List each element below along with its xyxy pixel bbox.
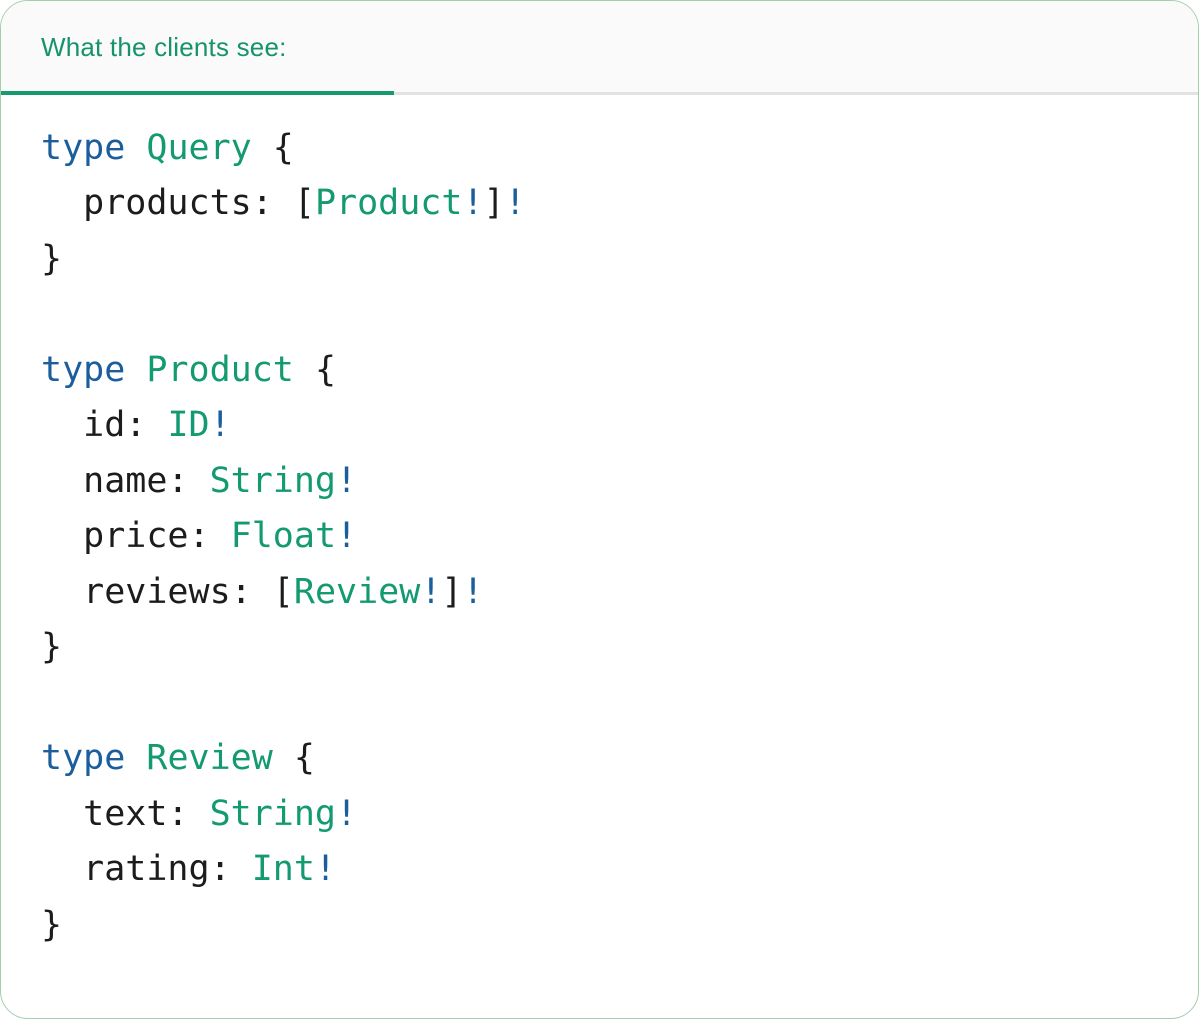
code-token: Review (293, 571, 421, 612)
code-token: Float (230, 516, 337, 556)
code-token (125, 128, 146, 168)
code-token: ! (504, 183, 526, 223)
code-token: ] (483, 183, 505, 223)
code-line: } (41, 898, 1198, 954)
code-line: name: String! (41, 454, 1198, 510)
code-token: } (41, 627, 63, 667)
code-line (41, 676, 1198, 732)
code-token: price: (41, 516, 231, 556)
code-line: type Review { (41, 731, 1198, 787)
code-token: text: (41, 793, 210, 834)
code-line: price: Float! (41, 509, 1198, 565)
code-token: Product (314, 183, 463, 223)
code-token (125, 350, 146, 390)
code-token: Query (146, 127, 252, 168)
code-line: text: String! (41, 787, 1198, 843)
code-token: ! (314, 849, 337, 889)
code-line: } (41, 620, 1198, 676)
code-token: String (209, 793, 337, 834)
code-line: products: [Product!]! (41, 176, 1198, 232)
code-token: ! (420, 571, 442, 612)
code-token: } (41, 904, 63, 945)
code-token: ! (336, 460, 358, 501)
code-token (125, 738, 146, 778)
code-token: String (209, 460, 337, 501)
tab-bar: What the clients see: (1, 1, 1198, 95)
code-line: type Product { (41, 343, 1198, 399)
code-token: { (251, 127, 294, 168)
code-token: products: [ (41, 183, 315, 223)
code-line: rating: Int! (41, 842, 1198, 898)
code-line: } (41, 232, 1198, 288)
code-token: Product (146, 349, 294, 390)
code-token: ! (336, 793, 358, 834)
code-token: ] (441, 571, 463, 612)
code-token: ! (462, 183, 484, 223)
code-token: id: (41, 405, 168, 445)
code-token: Review (146, 738, 273, 778)
code-token: { (293, 349, 337, 390)
code-line: type Query { (41, 121, 1198, 177)
code-token: { (272, 738, 315, 778)
code-block: type Query { products: [Product!]!} type… (1, 94, 1198, 954)
code-token: ! (336, 516, 358, 556)
code-token: } (41, 238, 63, 279)
code-token: rating: (41, 849, 252, 889)
code-token: type (41, 738, 126, 778)
code-line: reviews: [Review!]! (41, 565, 1198, 621)
code-token: type (41, 349, 126, 390)
code-token: type (41, 127, 126, 168)
code-token: reviews: [ (41, 571, 294, 612)
code-line: id: ID! (41, 398, 1198, 454)
tab-what-clients-see[interactable]: What the clients see: (1, 1, 394, 95)
code-token: ! (209, 405, 231, 445)
code-line (41, 287, 1198, 343)
code-token: ! (462, 571, 484, 612)
code-token: Int (251, 849, 315, 889)
code-token: name: (41, 460, 210, 501)
code-token: ID (167, 405, 210, 445)
